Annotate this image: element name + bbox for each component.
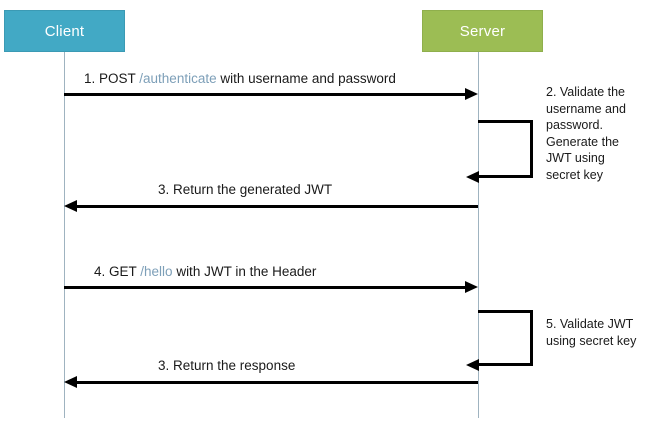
message-4-label-text: 3. Return the response (158, 358, 296, 373)
message-1-label-suffix: with username and password (216, 71, 396, 86)
message-2-label-text: 3. Return the generated JWT (158, 182, 333, 197)
message-3-label: 4. GET /hello with JWT in the Header (94, 264, 316, 279)
message-2-shaft (75, 205, 478, 208)
message-2-arrowhead-icon (64, 200, 77, 212)
message-3-shaft (64, 286, 467, 289)
message-4-arrowhead-icon (64, 376, 77, 388)
participant-server: Server (422, 10, 543, 52)
participant-client-label: Client (44, 22, 85, 40)
message-1-label: 1. POST /authenticate with username and … (84, 71, 396, 86)
message-3-label-suffix: with JWT in the Header (172, 264, 317, 279)
self-call-validate-credentials (466, 120, 533, 183)
message-1-path: /authenticate (139, 71, 217, 86)
self-call-validate-jwt (466, 310, 533, 371)
note-validate-credentials: 2. Validate the username and password. G… (546, 85, 626, 182)
participant-client: Client (4, 10, 125, 52)
message-3-path: /hello (140, 264, 173, 279)
message-4-label: 3. Return the response (158, 358, 295, 373)
lifeline-server (478, 52, 479, 418)
message-1-label-prefix: 1. POST (84, 71, 140, 86)
message-1-shaft (64, 93, 467, 96)
message-2-label: 3. Return the generated JWT (158, 182, 332, 197)
message-1-arrowhead-icon (465, 88, 478, 100)
self-call-1-arrowhead-icon (466, 171, 479, 183)
message-3-arrowhead-icon (465, 281, 478, 293)
note-validate-jwt: 5. Validate JWT using secret key (546, 317, 637, 348)
message-3-label-prefix: 4. GET (94, 264, 141, 279)
self-call-2-arrowhead-icon (466, 359, 479, 371)
participant-server-label: Server (459, 22, 506, 40)
lifeline-client (64, 52, 65, 418)
message-4-shaft (75, 381, 478, 384)
